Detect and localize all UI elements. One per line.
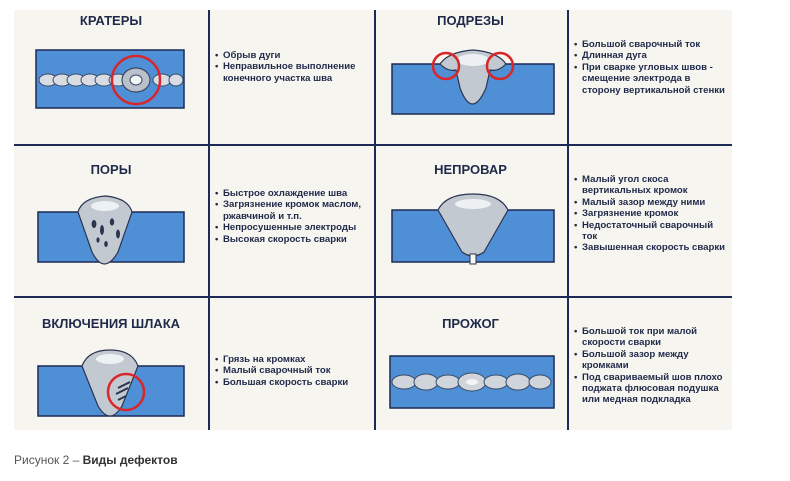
cause-item: Под свариваемый шов плохо поджата флюсов… — [574, 372, 730, 406]
cause-item: Завышенная скорость сварки — [574, 242, 730, 254]
caption-title: Виды дефектов — [82, 453, 178, 467]
grid-line — [374, 10, 376, 430]
defect-title-undercuts: ПОДРЕЗЫ — [437, 13, 504, 28]
causes-lack-of-penetration: Малый угол скоса вертикальных кромок Мал… — [574, 174, 730, 254]
defects-table: КРАТЕРЫ Обрыв дуги Неправильное выполнен… — [14, 10, 732, 430]
crater-weld-icon — [35, 49, 185, 109]
defect-title-slag-inclusions: ВКЛЮЧЕНИЯ ШЛАКА — [41, 316, 181, 331]
causes-burn-through: Большой ток при малой скорости сварки Бо… — [574, 326, 730, 406]
cause-item: Высокая скорость сварки — [215, 234, 371, 246]
cause-item: При сварке угловых швов - смещение элект… — [574, 62, 730, 96]
cause-item: Большой ток при малой скорости сварки — [574, 326, 730, 349]
cause-item: Обрыв дуги — [215, 50, 369, 62]
grid-line — [567, 10, 569, 430]
cause-item: Малый зазор между ними — [574, 197, 730, 209]
cause-item: Загрязнение кромок маслом, ржавчиной и т… — [215, 199, 371, 222]
cause-item: Загрязнение кромок — [574, 208, 730, 220]
defect-title-lack-of-penetration: НЕПРОВАР — [434, 162, 507, 177]
causes-craters: Обрыв дуги Неправильное выполнение конеч… — [215, 50, 369, 84]
grid-line — [14, 296, 732, 298]
pores-weld-icon — [37, 195, 185, 265]
defect-title-burn-through: ПРОЖОГ — [442, 316, 499, 331]
lack-of-penetration-weld-icon — [391, 193, 555, 265]
cause-item: Грязь на кромках — [215, 354, 371, 366]
defect-title-pores: ПОРЫ — [90, 162, 132, 177]
cause-item: Неправильное выполнение конечного участк… — [215, 61, 369, 84]
cause-item: Непросушенные электроды — [215, 222, 371, 234]
undercut-weld-icon — [391, 49, 555, 115]
grid-line — [208, 10, 210, 430]
causes-pores: Быстрое охлаждение шва Загрязнение кромо… — [215, 188, 371, 245]
defect-title-craters: КРАТЕРЫ — [79, 13, 143, 28]
cause-item: Большой сварочный ток — [574, 39, 730, 51]
causes-undercuts: Большой сварочный ток Длинная дуга При с… — [574, 39, 730, 96]
slag-inclusion-weld-icon — [37, 349, 185, 417]
caption-prefix: Рисунок 2 – — [14, 453, 80, 467]
cause-item: Длинная дуга — [574, 50, 730, 62]
grid-line — [14, 144, 732, 146]
cause-item: Малый сварочный ток — [215, 365, 371, 377]
burn-through-weld-icon — [389, 355, 555, 409]
cause-item: Большая скорость сварки — [215, 377, 371, 389]
figure-caption: Рисунок 2 – Виды дефектов — [14, 453, 178, 467]
cause-item: Большой зазор между кромками — [574, 349, 730, 372]
causes-slag-inclusions: Грязь на кромках Малый сварочный ток Бол… — [215, 354, 371, 389]
cause-item: Малый угол скоса вертикальных кромок — [574, 174, 730, 197]
cause-item: Недостаточный сварочный ток — [574, 220, 730, 243]
cause-item: Быстрое охлаждение шва — [215, 188, 371, 200]
